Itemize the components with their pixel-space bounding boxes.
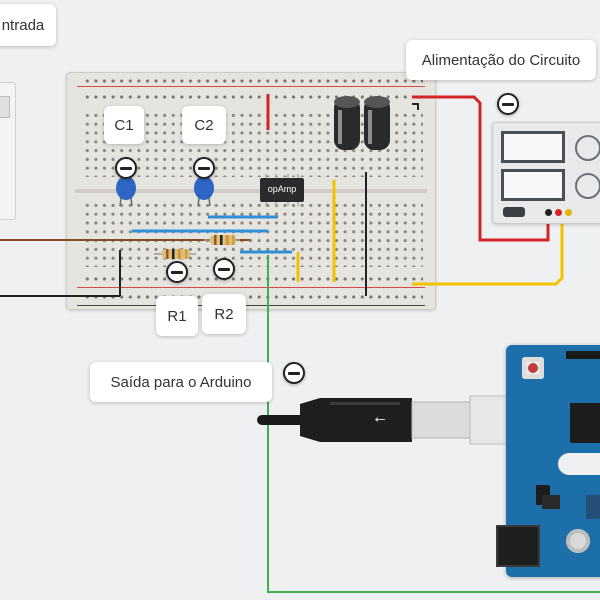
psu-knob-top[interactable] [575,135,600,161]
wire-power-black [412,103,419,110]
usb-plug-body [300,398,412,442]
power-rail-top [83,75,423,87]
ecap-2-top [364,96,390,108]
rail-line-bottom-black [77,305,425,306]
pin-c1-icon[interactable] [115,157,137,179]
opamp-pins [265,174,299,206]
note-c2[interactable]: C2 [182,106,226,144]
arduino-slot [558,453,600,475]
ecap-1-stripe [338,110,342,144]
note-c1[interactable]: C1 [104,106,144,144]
pin-alimentacao-icon[interactable] [497,93,519,115]
psu-knob-bottom[interactable] [575,173,600,199]
center-divider [75,189,427,193]
note-entrada-label: ntrada [1,16,45,34]
res-r1-body [162,249,190,259]
arduino-capacitor [566,529,590,553]
ecap-2-stripe [368,110,372,144]
note-saida-label: Saída para o Arduino [110,373,252,391]
note-r2[interactable]: R2 [202,294,246,334]
res-r2-band-4 [232,235,235,245]
note-c2-label: C2 [194,116,214,134]
opamp-chip [260,178,304,202]
left-device-screen [0,96,10,118]
psu-terminal-red[interactable] [555,209,562,216]
note-r1[interactable]: R1 [156,296,198,336]
psu-display-bottom [501,169,565,201]
note-c1-label: C1 [114,116,134,134]
arduino-header-mid [586,495,600,519]
res-r1-band-2 [172,249,175,259]
arduino-regulator [542,495,560,509]
psu-terminal-yellow[interactable] [565,209,572,216]
cap-c1-body [116,176,136,200]
psu-display-top [501,131,565,163]
arduino-board[interactable] [496,345,600,577]
psu-terminal-black[interactable] [545,209,552,216]
res-r1-band-3 [178,249,181,259]
ecap-1-top [334,96,360,108]
res-r1-band-1 [166,249,169,259]
note-saida[interactable]: Saída para o Arduino [90,362,272,402]
usb-plug-metal [411,401,471,439]
arduino-reset-dot [528,363,538,373]
wire-power-yellow [412,214,564,286]
pin-r2-icon[interactable] [213,258,235,280]
note-r2-label: R2 [214,305,234,323]
note-r1-label: R1 [167,307,187,325]
arduino-power-jack[interactable] [496,525,540,567]
pin-saida-icon[interactable] [283,362,305,384]
cap-c2-body [194,176,214,200]
arduino-chip [570,403,600,443]
res-r2-band-2 [220,235,223,245]
note-entrada[interactable]: ntrada [0,4,56,46]
pin-c2-icon[interactable] [193,157,215,179]
res-r2-band-3 [226,235,229,245]
usb-icon: ⭠ [374,411,386,427]
res-r2-band-1 [214,235,217,245]
pin-r1-icon[interactable] [166,261,188,283]
opamp-label: opAmp [267,184,297,194]
arduino-header-top [566,351,600,359]
res-r1-band-4 [185,249,188,259]
rail-line-bottom-red [77,287,425,288]
power-supply[interactable] [492,122,600,224]
psu-switch[interactable] [503,207,525,217]
note-alimentacao[interactable]: Alimentação do Circuito [406,40,596,80]
wire-power-red [412,95,550,242]
usb-plug-highlight [330,402,400,405]
note-alimentacao-label: Alimentação do Circuito [421,51,581,69]
